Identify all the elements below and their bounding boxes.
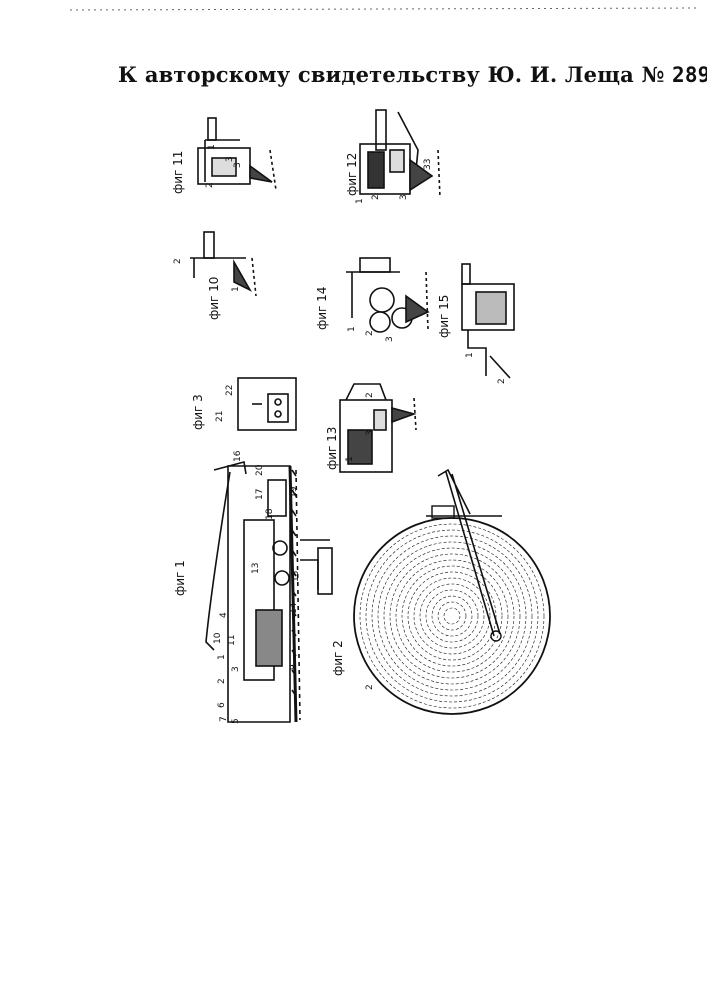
figure-2 (354, 470, 550, 714)
fig1-callout-18: 18 (265, 508, 275, 520)
fig15-callout-1: 1 (465, 352, 475, 358)
fig14-callout-3: 3 (385, 336, 395, 342)
figure-12 (360, 110, 440, 198)
fig14-callout-1: 1 (347, 326, 357, 332)
fig1-callout-7: 7 (219, 716, 229, 722)
fig-14-label: фиг 14 (315, 287, 329, 330)
fig11-callout-3: 3 (225, 156, 235, 162)
fig3-callout-21: 21 (215, 411, 225, 422)
fig1-callout-17: 17 (255, 489, 265, 500)
fig11-callout-2: 2 (205, 182, 215, 188)
fig-15-label: фиг 15 (437, 295, 451, 338)
fig12-callout-2: 2 (371, 194, 381, 200)
fig13-callout-2: 2 (365, 392, 375, 398)
figure-3 (238, 378, 296, 430)
fig-10-label: фиг 10 (207, 277, 221, 320)
fig1-callout-4: 4 (219, 612, 229, 618)
fig1-callout-3: 3 (231, 666, 241, 672)
fig1-callout-16: 16 (233, 450, 243, 462)
fig1-callout-10: 10 (213, 632, 223, 644)
fig1-callout-13: 13 (251, 563, 261, 574)
top-border-rule (70, 8, 700, 10)
fig13-callout-3: 3 (365, 430, 375, 436)
figure-11 (198, 118, 276, 190)
fig1-callout-19: 19 (289, 486, 299, 498)
fig1-callout-11: 11 (227, 635, 237, 646)
fig3-callout-22: 22 (225, 385, 235, 396)
figure-14 (346, 258, 428, 332)
fig1-callout-2: 2 (217, 678, 227, 684)
fig-1-label: фиг 1 (173, 560, 187, 596)
fig12-callout-33: 33 (423, 159, 433, 170)
fig-13-label: фиг 13 (325, 427, 339, 470)
fig13-callout-1: 1 (345, 456, 355, 462)
fig1-callout-5: 5 (231, 718, 241, 724)
figure-15 (462, 264, 514, 378)
fig14-callout-2: 2 (365, 330, 375, 336)
fig-2-label: фиг 2 (331, 640, 345, 676)
fig15-callout-2: 2 (497, 378, 507, 384)
fig1-callout-9: 9 (289, 664, 299, 670)
fig1-callout-1: 1 (217, 654, 227, 660)
fig1-callout-15: 15 (291, 571, 301, 582)
fig1-callout-14: 14 (289, 602, 299, 614)
fig11-callout-3b: 3 (233, 162, 243, 168)
fig2-callout-2: 2 (365, 684, 375, 690)
spiral-groove-rings (360, 524, 544, 708)
fig-3-label: фиг 3 (191, 394, 205, 430)
fig10-callout-2: 2 (173, 258, 183, 264)
fig1-callout-20: 20 (255, 464, 265, 476)
fig-11-label: фиг 11 (171, 151, 185, 194)
fig10-callout-1: 1 (231, 286, 241, 292)
fig-12-label: фиг 12 (345, 153, 359, 196)
figure-10 (190, 232, 256, 296)
fig1-callout-6: 6 (217, 702, 227, 708)
fig11-callout-1: 1 (207, 144, 217, 150)
fig12-callout-3: 3 (399, 194, 409, 200)
fig12-callout-1: 1 (355, 198, 365, 204)
